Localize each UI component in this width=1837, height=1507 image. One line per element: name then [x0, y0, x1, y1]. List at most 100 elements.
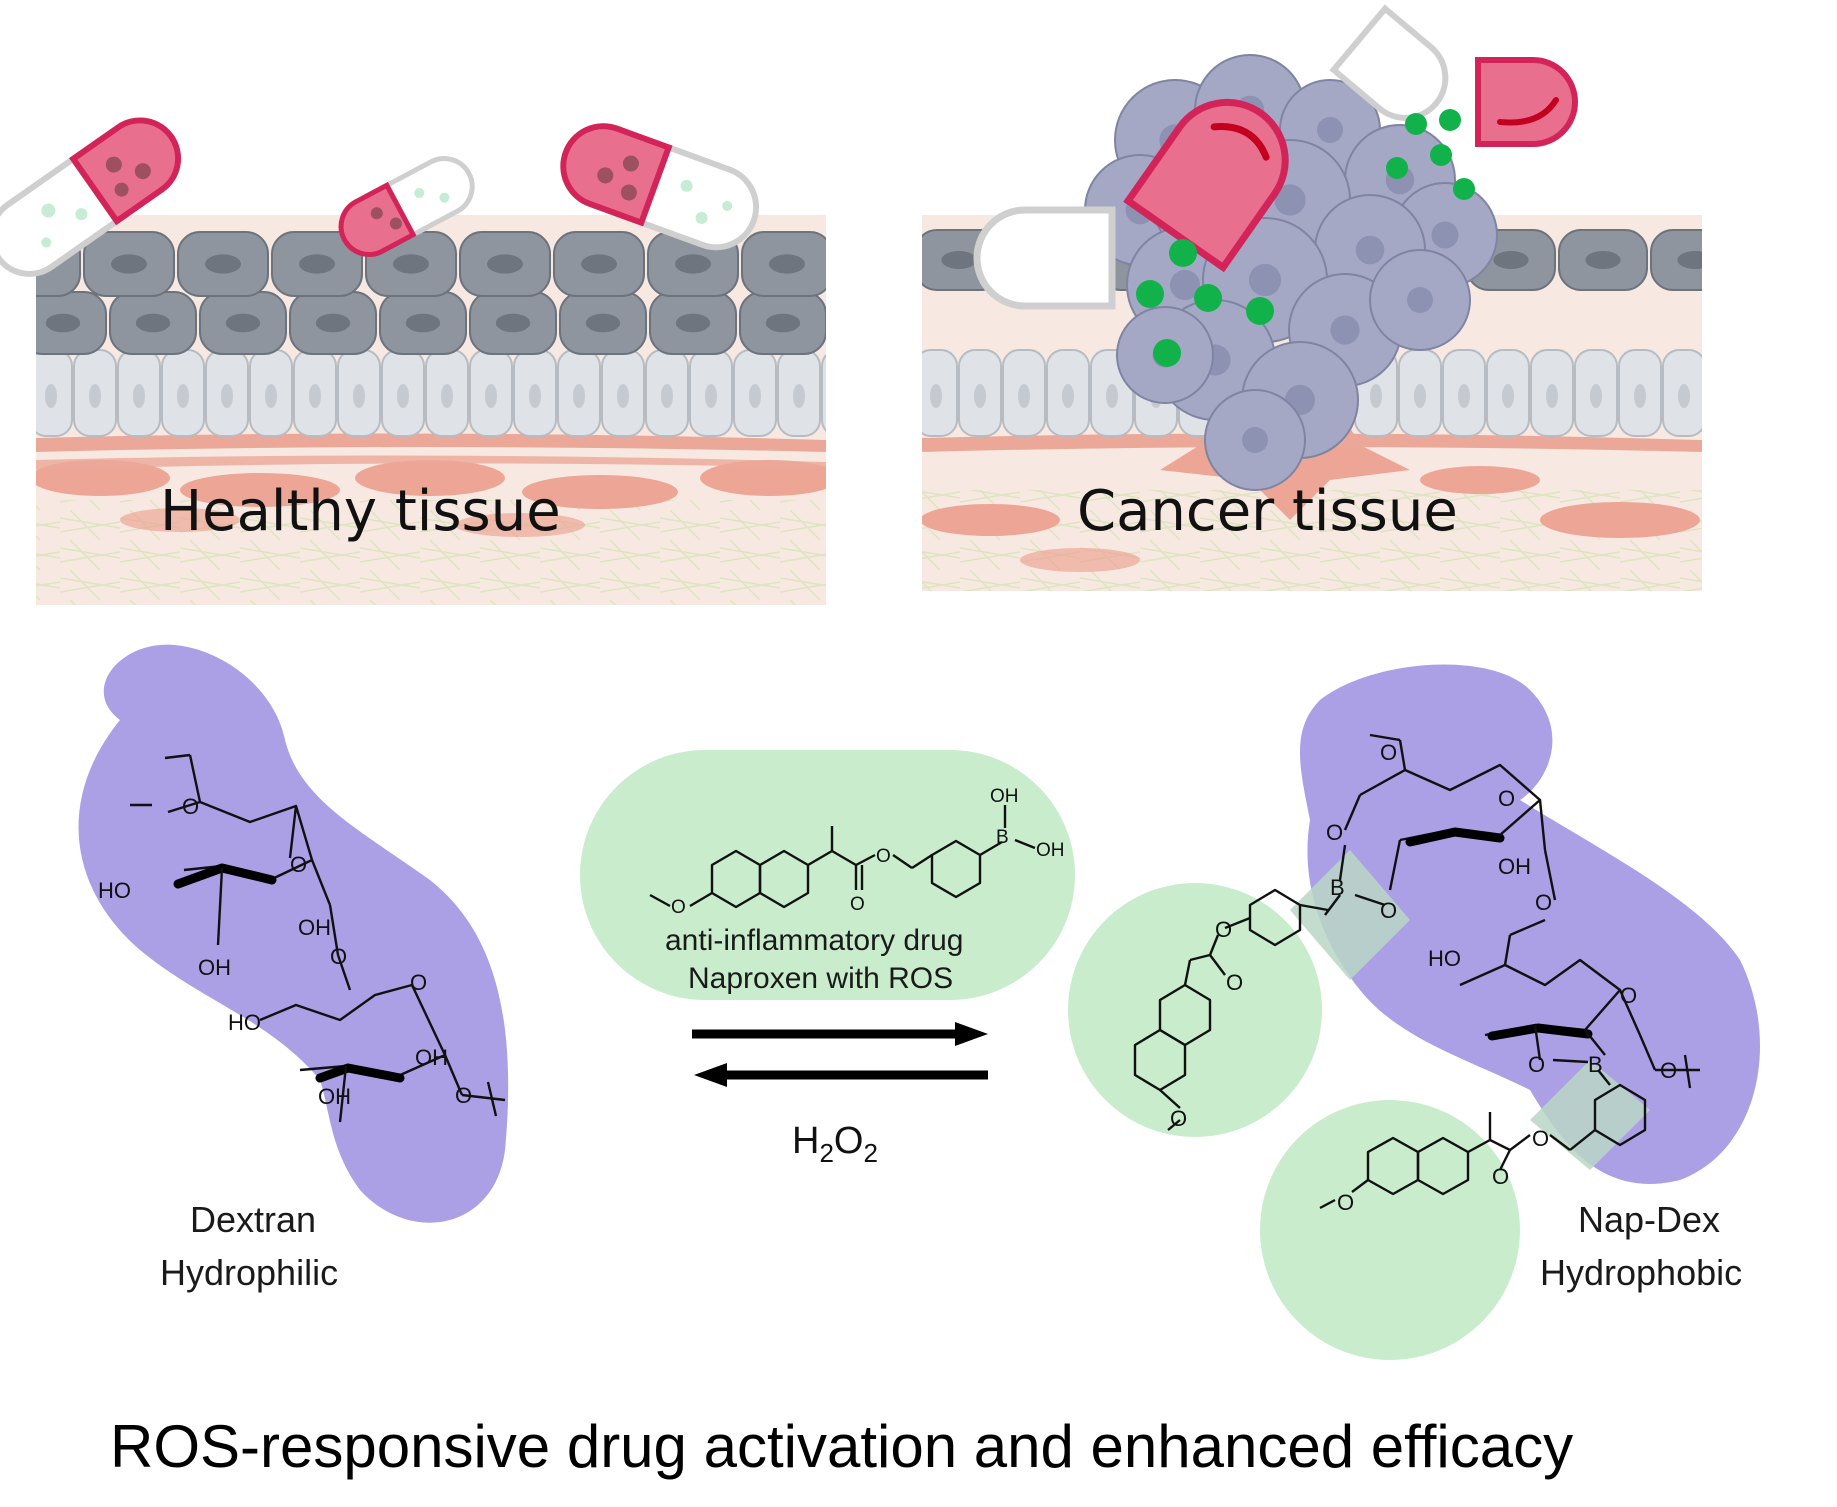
naproxen-blob: [580, 750, 1075, 1000]
tumor-cell-nucleus: [1317, 117, 1343, 143]
dextran-atom-o5: O: [455, 1083, 472, 1108]
cell-nucleus: [1018, 384, 1030, 408]
cell-nucleus: [309, 384, 321, 408]
cell-nucleus: [405, 313, 441, 333]
napdex-atom-o4: O: [1380, 898, 1397, 923]
cell-nucleus: [675, 313, 711, 333]
tumor-cell-nucleus: [1169, 269, 1201, 301]
dextran-atom-oh2: OH: [198, 955, 231, 980]
capsule-half-white-right: [1329, 4, 1449, 121]
tumor-cell-nucleus: [1248, 263, 1282, 297]
cell-nucleus: [585, 313, 621, 333]
napdex-atom-o3: O: [1326, 820, 1343, 845]
napdex-atom-o6: O: [1620, 983, 1637, 1008]
nap-dex-structure: O O O B O OH O HO O O B O O O O O O O Na…: [1068, 664, 1760, 1360]
cell-nucleus: [1502, 384, 1514, 408]
cell-nucleus: [793, 384, 805, 408]
cell-nucleus: [393, 254, 429, 274]
capsule-intact-1: [0, 117, 182, 277]
cell-nucleus: [485, 384, 497, 408]
dextran-atom-o3: O: [330, 944, 347, 969]
cell-nucleus: [617, 384, 629, 408]
dextran-atom-ho1: HO: [98, 878, 131, 903]
cell-nucleus: [89, 384, 101, 408]
cell-nucleus: [974, 384, 986, 408]
cell-nucleus: [353, 384, 365, 408]
cell-nucleus: [941, 251, 977, 269]
napdex-atom-o7: O: [1528, 1052, 1545, 1077]
released-drug-dots: [1136, 109, 1475, 367]
capsule-intact-3: [560, 123, 760, 251]
nap-dex-lower-naproxen-blob: [1260, 1100, 1520, 1360]
healthy-columnar-cells: [36, 349, 849, 437]
squamous-cell: [1650, 229, 1702, 291]
drug-description-line1: anti-inflammatory drug: [665, 924, 963, 957]
cell-nucleus: [1062, 384, 1074, 408]
cell-nucleus: [315, 313, 351, 333]
nap-dex-dextran-blob: [1300, 664, 1760, 1184]
nap-dex-upper-linker: [1290, 850, 1410, 980]
capsule-half-white-left: [973, 206, 1116, 310]
cell-nucleus: [1370, 384, 1382, 408]
tumor-cell-nucleus: [1407, 287, 1433, 313]
cell-nucleus: [573, 384, 585, 408]
cell-nucleus: [45, 313, 81, 333]
cell-nucleus: [661, 384, 673, 408]
cell-nucleus: [135, 313, 171, 333]
cell-nucleus: [749, 384, 761, 408]
cell-nucleus: [581, 254, 617, 274]
cell-nucleus: [837, 384, 849, 408]
naproxen-drug: O O O B OH OH anti-inflammatory drug Nap…: [580, 750, 1075, 1000]
healthy-tissue-label: Healthy tissue: [160, 479, 561, 544]
napdex-atom-o9: O: [1215, 917, 1232, 942]
cell-nucleus: [930, 384, 942, 408]
cell-nucleus: [45, 384, 57, 408]
napdex-atom-b1: B: [1330, 875, 1345, 900]
cell-nucleus: [111, 254, 147, 274]
h2o2-trigger-label: H2O2: [792, 1120, 878, 1168]
dextran-atom-o4: O: [410, 970, 427, 995]
cell-nucleus: [1590, 384, 1602, 408]
cell-nucleus: [1414, 384, 1426, 408]
healthy-tissue-panel: Healthy tissue: [0, 117, 849, 605]
napdex-atom-o13: O: [1492, 1164, 1509, 1189]
cell-nucleus: [765, 313, 801, 333]
drug-description-line2: Naproxen with ROS: [688, 962, 953, 995]
healthy-fibroblast-layer: [36, 460, 826, 537]
napdex-atom-o5: O: [1535, 890, 1552, 915]
tumor-cell-nucleus: [1274, 184, 1306, 216]
tumor-cell-nucleus: [1431, 221, 1459, 249]
napdex-atom-o1: O: [1380, 740, 1397, 765]
cell-nucleus: [205, 254, 241, 274]
cell-nucleus: [221, 384, 233, 408]
naproxen-atom-o-methoxy: O: [671, 897, 686, 918]
cell-nucleus: [1106, 384, 1118, 408]
cell-nucleus: [529, 384, 541, 408]
cell-nucleus: [487, 254, 523, 274]
cell-nucleus: [1458, 384, 1470, 408]
dextran-atom-ho2: HO: [228, 1010, 261, 1035]
cell-nucleus: [299, 254, 335, 274]
healthy-squamous-cells-lower: [36, 291, 826, 355]
dextran-atom-oh1: OH: [298, 915, 331, 940]
cell-nucleus: [1678, 384, 1690, 408]
napdex-atom-o11: O: [1170, 1106, 1187, 1131]
cell-nucleus: [675, 254, 711, 274]
dextran-atom-oh4: OH: [318, 1084, 351, 1109]
naproxen-atom-b: B: [996, 827, 1009, 848]
dextran-atom-oh3: OH: [415, 1045, 448, 1070]
tumor-cell-nucleus: [1330, 315, 1360, 345]
napdex-atom-oh1: OH: [1498, 854, 1531, 879]
napdex-atom-b2: B: [1588, 1052, 1603, 1077]
capsule-half-pink-left: [1123, 98, 1289, 273]
naproxen-atom-o-ester: O: [876, 846, 891, 867]
dextran-atom-o1: O: [182, 794, 199, 819]
cell-nucleus: [1634, 384, 1646, 408]
cell-nucleus: [265, 384, 277, 408]
cell-nucleus: [1546, 384, 1558, 408]
naproxen-atom-oh1: OH: [990, 786, 1019, 807]
naproxen-atom-oh2: OH: [1036, 840, 1065, 861]
napdex-name: Nap-Dex: [1578, 1199, 1720, 1240]
capsule-intact-2: [338, 156, 475, 257]
